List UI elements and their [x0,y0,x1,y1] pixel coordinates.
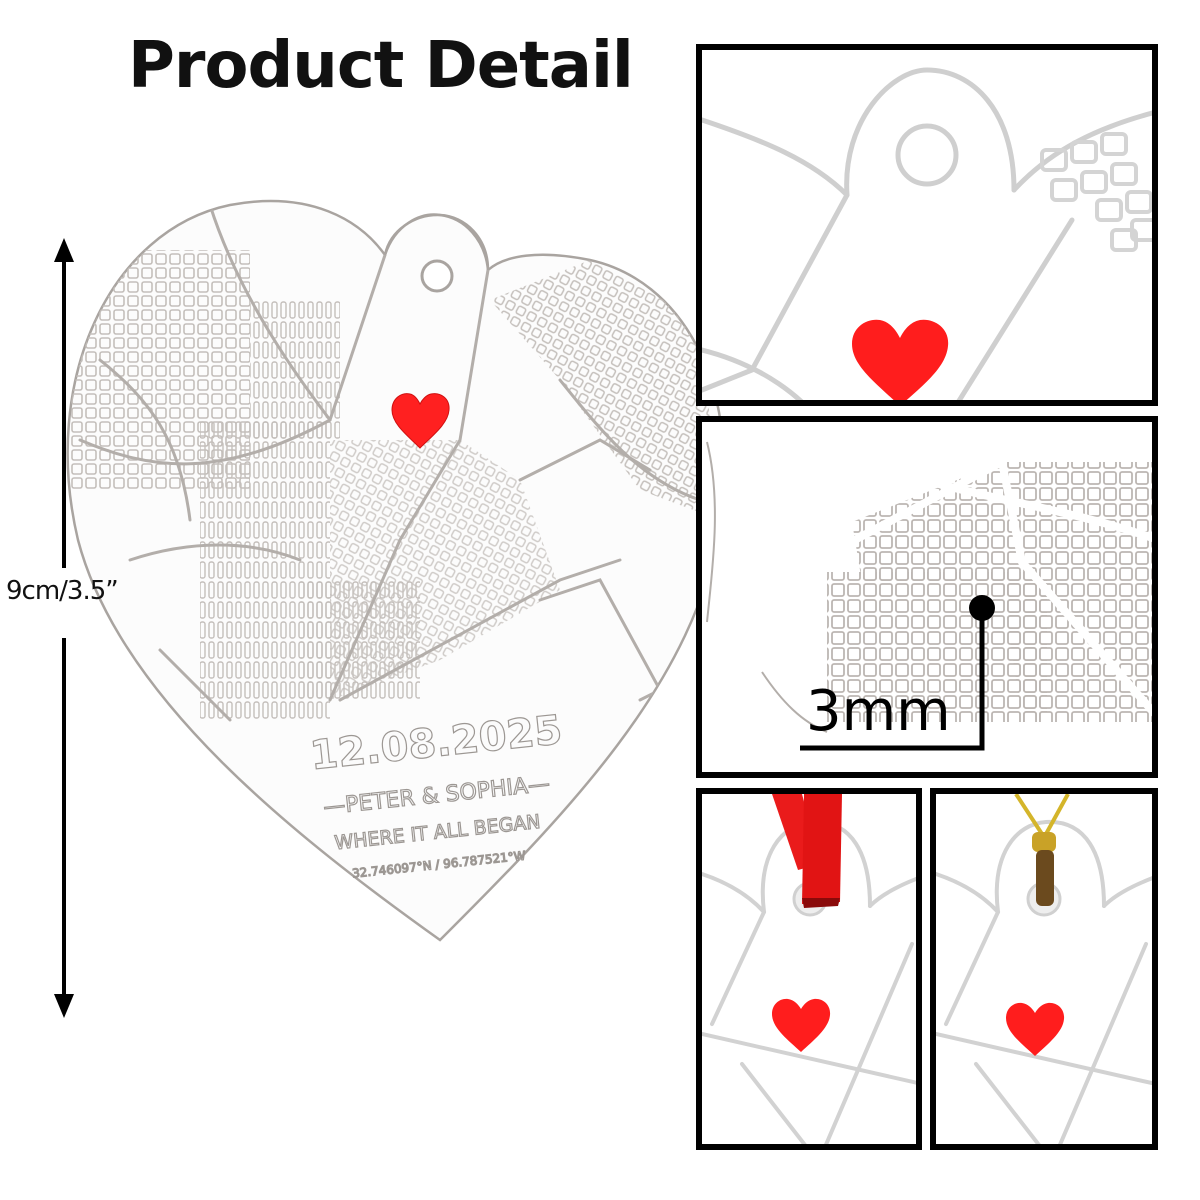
page-title: Product Detail [128,29,634,103]
gold-string-icon [1014,794,1070,906]
thickness-label: 3mm [806,679,951,744]
detail-panel-gold-string [930,788,1158,1150]
detail-panel-hanging-hole [696,44,1158,406]
location-heart-icon [391,393,450,449]
detail-panel-thickness: 3mm [696,416,1158,778]
detail-panel-ribbon [696,788,922,1150]
red-heart-icon [772,998,831,1052]
red-ribbon-icon [772,794,842,908]
dimension-arrow-icon [54,238,74,1018]
red-heart-icon [1006,1002,1065,1056]
dimension-label: 9cm/3.5” [6,576,119,606]
red-heart-icon [852,319,949,400]
